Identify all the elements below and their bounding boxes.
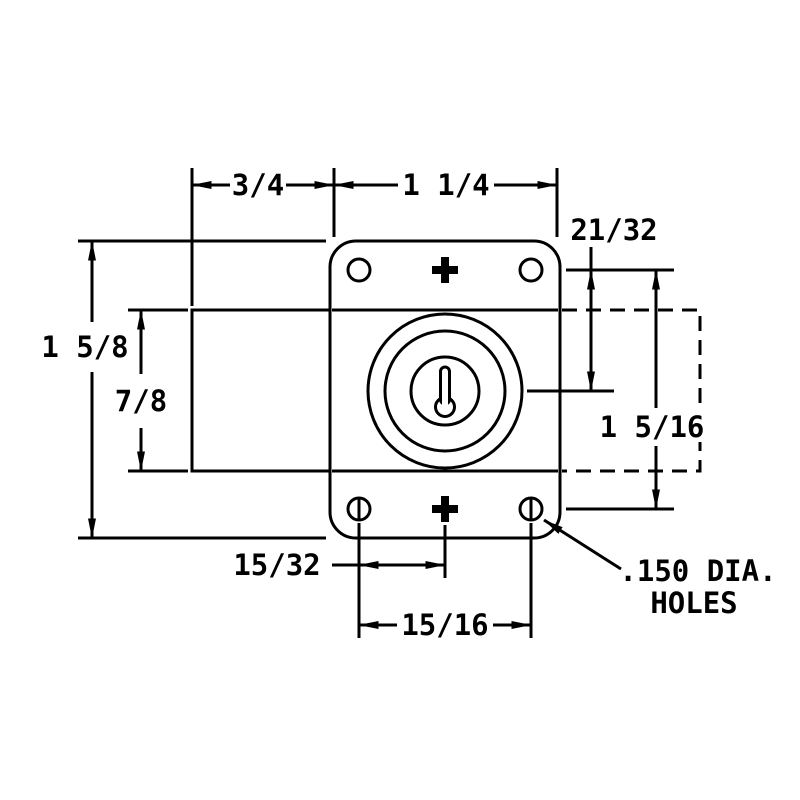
hole-note-line1: .150 DIA. [619, 554, 776, 588]
dimension-21-32-label: 21/32 [570, 213, 657, 247]
label-backing [602, 410, 702, 442]
dimension-1-5-8: 1 5/8 [41, 240, 129, 539]
dimension-15-16-label: 15/16 [401, 608, 488, 642]
dimension-15-32-label: 15/32 [233, 548, 320, 582]
lock-body-side [190, 308, 332, 473]
dimension-7-8-label: 7/8 [115, 384, 167, 418]
dimension-1-1-4: 1 1/4 [333, 168, 558, 202]
dimension-7-8: 7/8 [115, 309, 167, 472]
dimension-1-5-8-label: 1 5/8 [41, 330, 128, 364]
dimension-1-5-16-label: 1 5/16 [600, 410, 705, 444]
dimension-3-4-label: 3/4 [232, 168, 284, 202]
dimension-1-5-16: 1 5/16 [600, 269, 705, 510]
body-projection-dashed [562, 308, 702, 473]
hole-note-line2: HOLES [650, 586, 737, 620]
keyway-icon [434, 365, 456, 418]
dimension-3-4: 3/4 [191, 168, 335, 202]
dimension-15-16: 15/16 [358, 608, 532, 642]
hole-diameter-note: .150 DIA. HOLES [543, 518, 777, 620]
phillips-screw-top-icon [432, 257, 458, 283]
dimension-1-1-4-label: 1 1/4 [402, 168, 489, 202]
keyway-joint [442, 396, 448, 408]
mounting-hole-top-left [346, 257, 372, 283]
phillips-screw-bottom-icon [432, 496, 458, 522]
mounting-hole-top-right [518, 257, 544, 283]
dimension-15-32: 15/32 [233, 548, 446, 582]
note-leader-line [543, 518, 622, 571]
dimension-21-32: 21/32 [570, 213, 658, 392]
